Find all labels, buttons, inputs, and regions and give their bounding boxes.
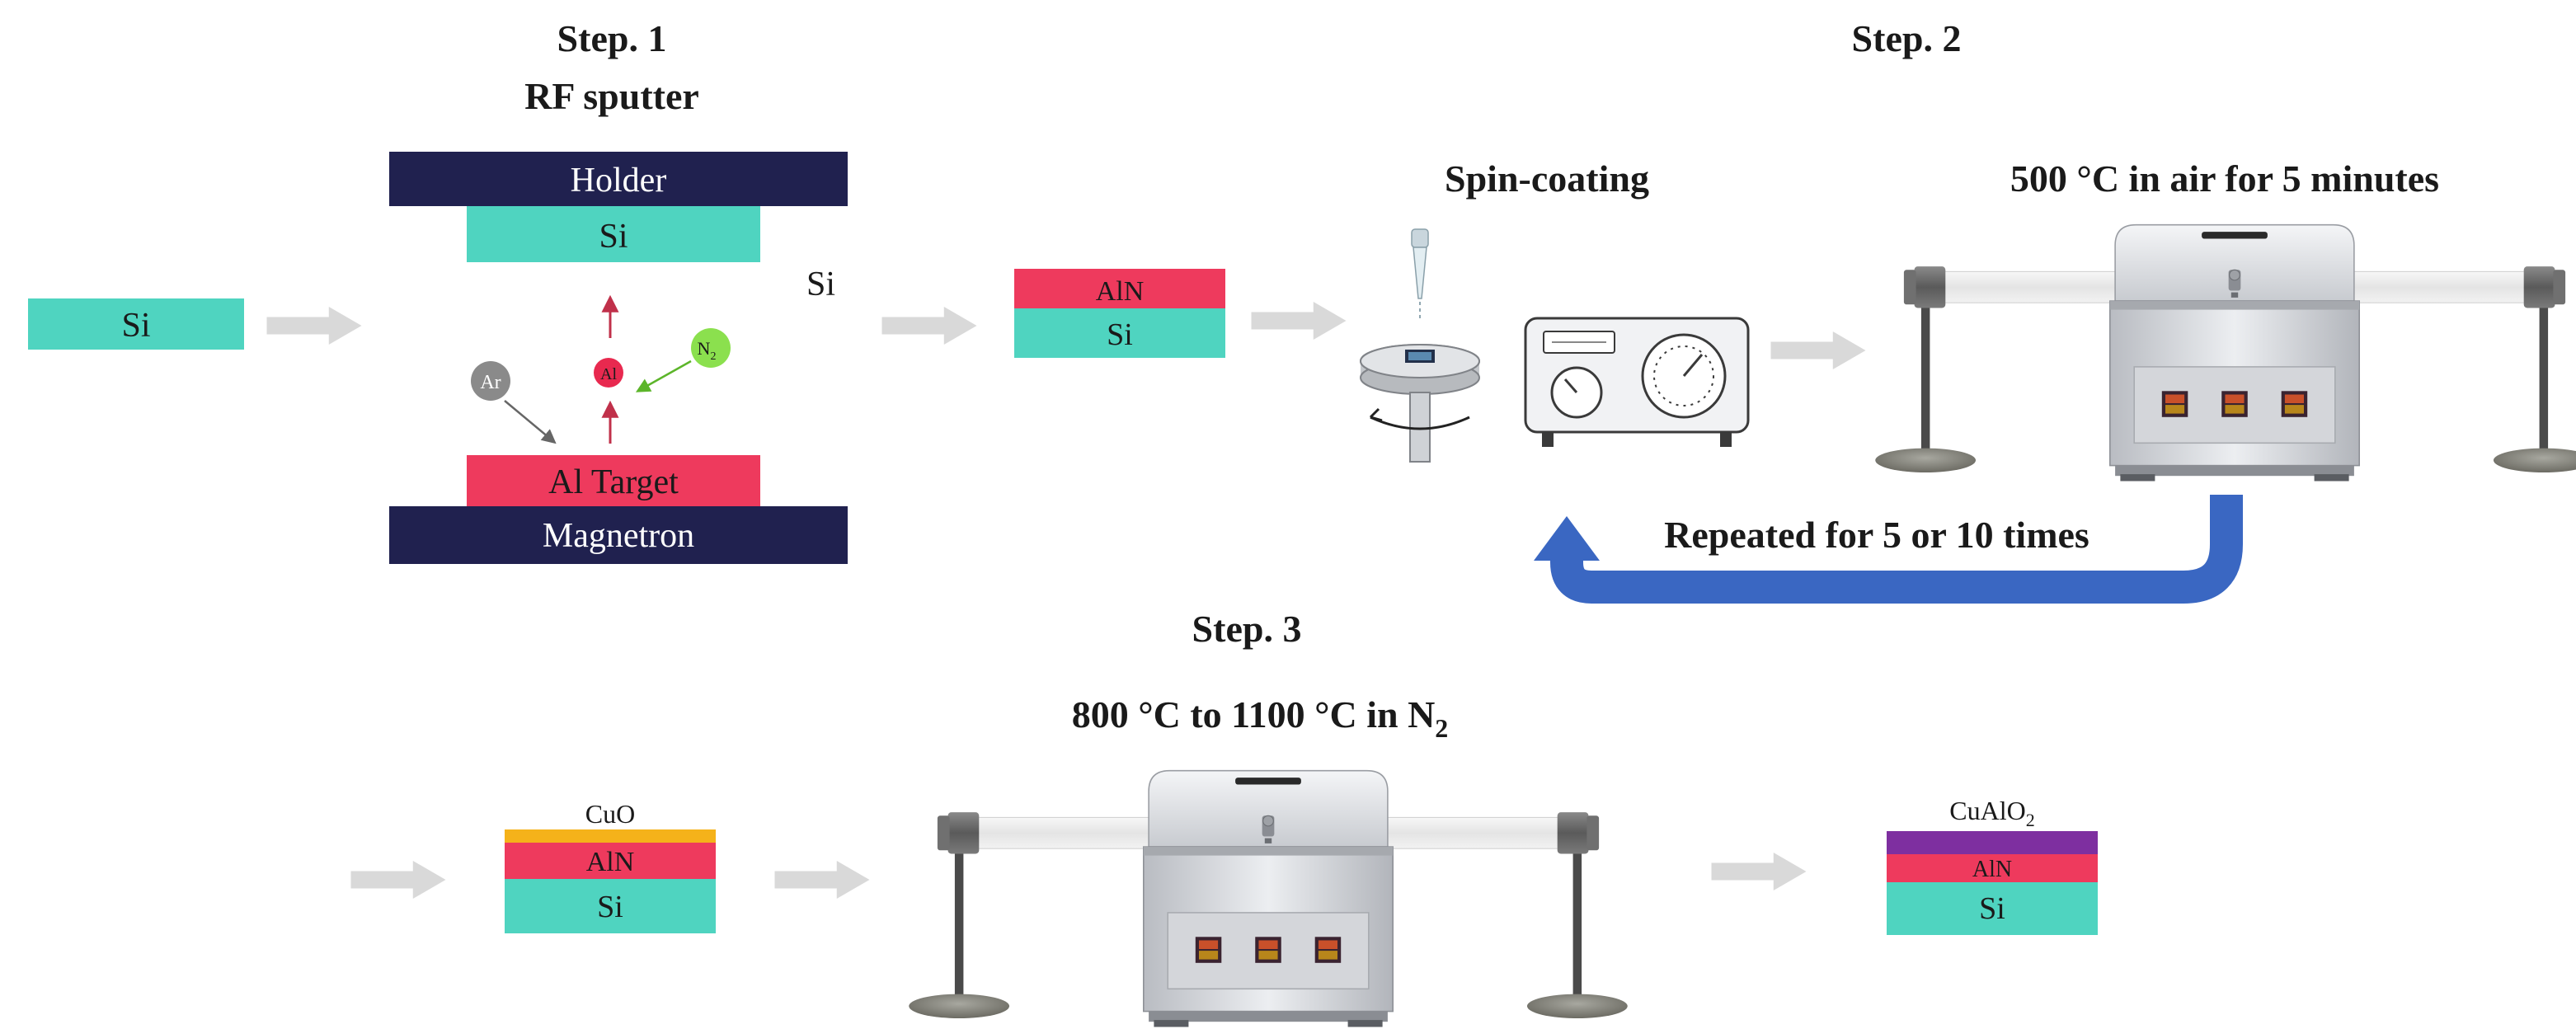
al-target-bar xyxy=(467,455,760,506)
magnetron-label: Magnetron xyxy=(543,517,694,555)
input-aln-label: AlN xyxy=(586,847,635,877)
ar-arrow xyxy=(504,400,557,444)
stack-aln-label: AlN xyxy=(1096,276,1145,307)
output-cualo2-label: CuAlO2 xyxy=(1949,796,2034,830)
sputter-chamber: Holder Si Si Al Ar N2 Al Target Magnetro… xyxy=(389,152,848,564)
al-particle-icon xyxy=(594,358,623,388)
cualo2-aln-si-stack: CuAlO2 AlN Si xyxy=(1887,796,2098,935)
holder-bar xyxy=(389,152,848,206)
input-cuo-label: CuO xyxy=(585,799,635,829)
output-si-label: Si xyxy=(1979,891,2005,926)
tube-furnace-icon-step2 xyxy=(1874,223,2576,482)
al-particle-label: Al xyxy=(600,365,617,383)
process-arrow-3 xyxy=(1251,302,1347,340)
step2-title: Step. 2 xyxy=(1852,17,1962,59)
step3-condition: 800 °C to 1100 °C in N2 xyxy=(1072,693,1449,743)
holder-label: Holder xyxy=(571,162,667,200)
process-arrow-6 xyxy=(774,861,870,899)
repeat-label: Repeated for 5 or 10 times xyxy=(1664,514,2089,556)
spin-coater-icon xyxy=(1360,344,1480,463)
initial-si-substrate: Si xyxy=(28,298,244,350)
ar-particle-icon xyxy=(471,361,510,401)
initial-si-label: Si xyxy=(121,307,150,345)
process-arrow-7 xyxy=(1711,853,1807,890)
ar-particle-label: Ar xyxy=(480,372,501,393)
si-side-label: Si xyxy=(806,265,835,303)
output-aln-label: AlN xyxy=(1972,857,2012,882)
si-substrate-on-holder xyxy=(467,206,760,262)
n2-particle-label: N2 xyxy=(698,338,717,363)
anneal-air-label: 500 °C in air for 5 minutes xyxy=(2010,157,2439,200)
step1-title: Step. 1 xyxy=(557,17,667,59)
step1-subtitle: RF sputter xyxy=(524,75,699,117)
process-arrow-1 xyxy=(266,307,362,345)
al-target-label: Al Target xyxy=(548,463,679,501)
tube-furnace-icon-step3 xyxy=(908,769,1629,1028)
stack-si-label: Si xyxy=(1107,317,1133,352)
input-si-label: Si xyxy=(597,890,623,924)
pipette-icon xyxy=(1411,228,1429,322)
n2-particle-icon xyxy=(691,328,731,368)
process-arrow-2 xyxy=(881,307,977,345)
si-substrate-label: Si xyxy=(599,218,628,256)
spin-controller-icon xyxy=(1524,317,1750,447)
n2-arrow xyxy=(635,359,692,392)
step3-title: Step. 3 xyxy=(1192,608,1302,650)
cuo-aln-si-stack: CuO AlN Si xyxy=(505,799,716,933)
process-arrow-4 xyxy=(1770,331,1866,369)
process-arrow-5 xyxy=(350,861,446,899)
repeat-loop-arrow-icon xyxy=(1534,495,2243,604)
spin-coating-label: Spin-coating xyxy=(1445,157,1649,200)
magnetron-bar xyxy=(389,506,848,564)
aln-si-stack: AlN Si xyxy=(1014,269,1225,358)
